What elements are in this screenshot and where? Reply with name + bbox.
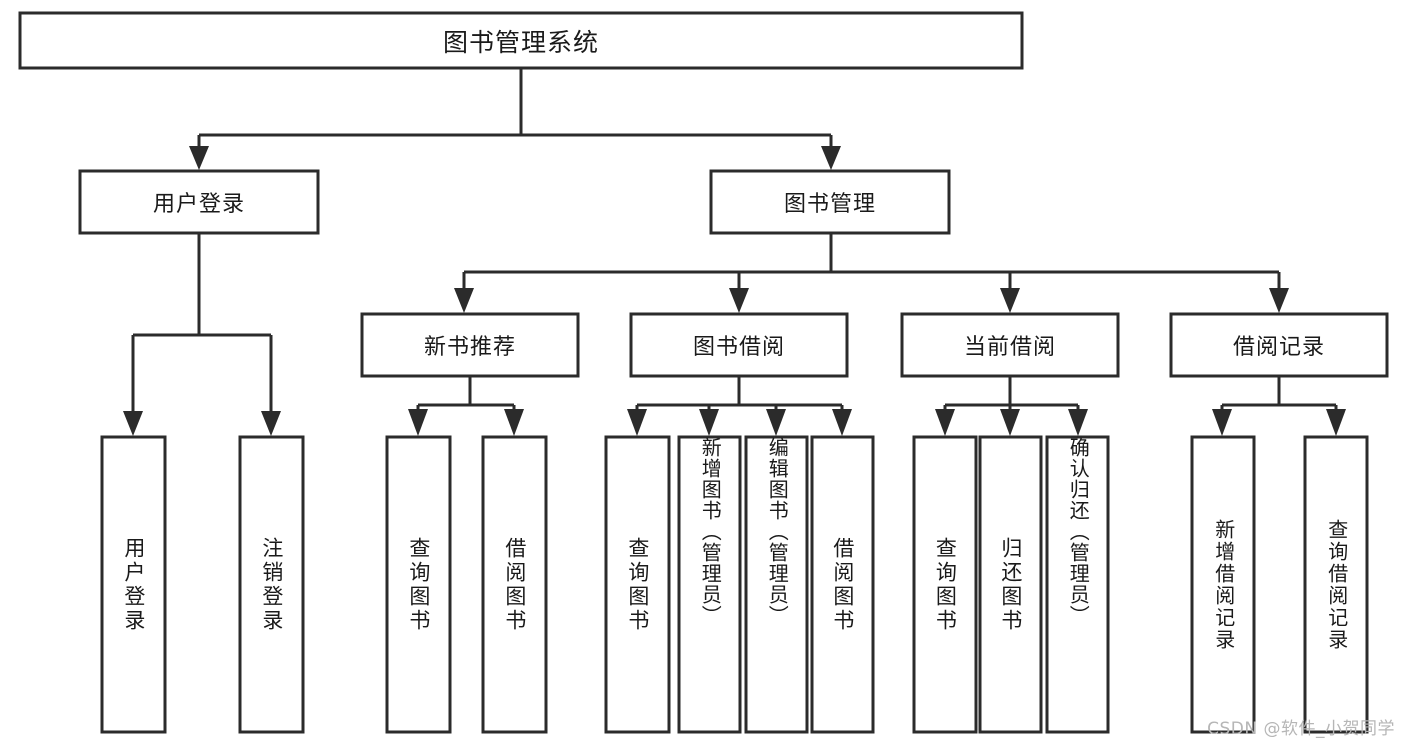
node-box-leaf-query-book-1[interactable]	[385, 435, 452, 734]
node-box-new-book-rec[interactable]	[360, 312, 580, 378]
arrow-head-leaf-borrow-book-1	[504, 409, 524, 436]
node-box-book-mgmt[interactable]	[709, 169, 951, 235]
arrow-head-user-login	[189, 146, 209, 170]
node-box-leaf-edit-book[interactable]	[744, 435, 809, 734]
arrow-head-leaf-confirm-return	[1068, 409, 1088, 436]
node-box-leaf-borrow-book-1[interactable]	[481, 435, 548, 734]
arrow-head-leaf-add-book	[699, 409, 719, 436]
connector-group-new-book-rec-to-leaves	[408, 376, 524, 436]
node-box-leaf-borrow-book-2[interactable]	[810, 435, 875, 734]
connector-group-book-borrow-to-leaves	[627, 376, 852, 436]
node-box-user-login[interactable]	[78, 169, 320, 235]
arrow-head-leaf-edit-book	[766, 409, 786, 436]
arrow-head-leaf-query-book-3	[935, 409, 955, 436]
arrow-head-book-mgmt	[821, 146, 841, 170]
connector-group-book-mgmt-to-level3	[454, 233, 1289, 313]
arrow-head-leaf-query-record	[1326, 409, 1346, 436]
node-box-root[interactable]	[18, 11, 1024, 70]
connector-group-user-login-to-leaves	[123, 233, 281, 436]
node-box-leaf-query-book-3[interactable]	[912, 435, 978, 734]
arrow-head-leaf-borrow-book-2	[832, 409, 852, 436]
arrow-head-leaf-user-login	[123, 411, 143, 436]
node-box-leaf-query-book-2[interactable]	[604, 435, 671, 734]
arrow-head-leaf-return-book	[1000, 409, 1020, 436]
node-box-leaf-return-book[interactable]	[978, 435, 1043, 734]
arrow-head-leaf-logout	[261, 411, 281, 436]
connector-group-borrow-record-to-leaves	[1212, 376, 1346, 436]
node-box-book-borrow[interactable]	[629, 312, 849, 378]
arrow-head-book-borrow	[729, 288, 749, 313]
node-box-leaf-query-record[interactable]	[1303, 435, 1369, 734]
node-box-borrow-record[interactable]	[1169, 312, 1389, 378]
node-box-current-borrow[interactable]	[900, 312, 1120, 378]
arrow-head-leaf-query-book-1	[408, 409, 428, 436]
connector-group-root-to-level2	[189, 68, 841, 170]
connector-group-current-borrow-to-leaves	[935, 376, 1088, 436]
arrow-head-leaf-add-record	[1212, 409, 1232, 436]
arrow-head-new-book-rec	[454, 288, 474, 313]
arrow-head-leaf-query-book-2	[627, 409, 647, 436]
node-box-leaf-logout[interactable]	[238, 435, 305, 734]
node-box-leaf-add-book[interactable]	[677, 435, 742, 734]
node-box-leaf-user-login[interactable]	[100, 435, 167, 734]
arrow-head-current-borrow	[1000, 288, 1020, 313]
node-box-leaf-add-record[interactable]	[1190, 435, 1256, 734]
node-box-leaf-confirm-return[interactable]	[1045, 435, 1110, 734]
arrow-head-borrow-record	[1269, 288, 1289, 313]
